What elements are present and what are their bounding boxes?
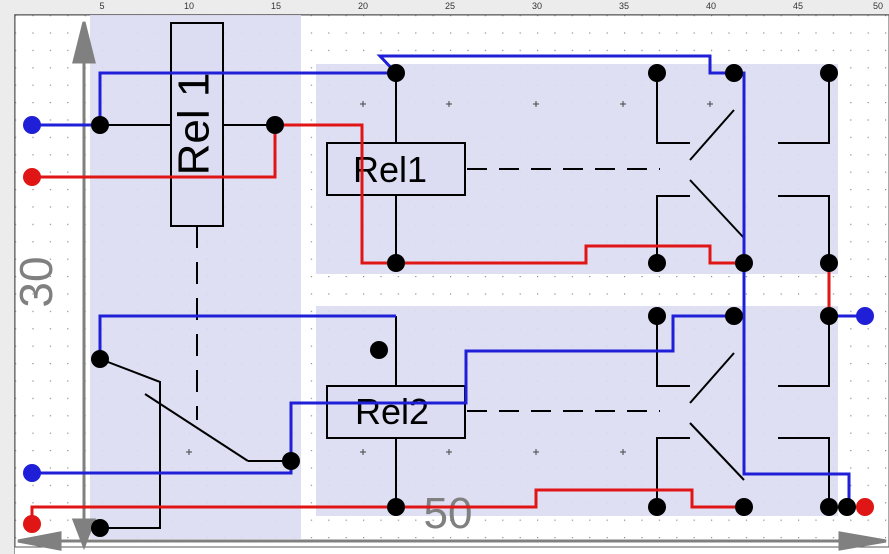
ruler-label-35: 35: [618, 1, 630, 11]
junction-dot: [725, 307, 743, 325]
junction-dot: [820, 64, 838, 82]
junction-dot: [838, 498, 856, 516]
junction-dot: [735, 254, 753, 272]
ruler-label-25: 25: [444, 1, 456, 11]
terminal-blue-right[interactable]: [856, 307, 874, 325]
junction-dot: [91, 350, 109, 368]
ruler-label-40: 40: [705, 1, 717, 11]
junction-dot: [820, 498, 838, 516]
ruler-label-30: 30: [531, 1, 543, 11]
ruler-label-20: 20: [357, 1, 369, 11]
terminal-blue-left-bottom[interactable]: [23, 464, 41, 482]
dimension-label-horizontal: 50: [424, 489, 473, 538]
ruler-label-5: 5: [99, 1, 105, 11]
board-frame: [14, 14, 889, 548]
junction-dot: [91, 519, 109, 537]
junction-dot: [387, 254, 405, 272]
relay-coil-rel1[interactable]: Rel 1: [170, 22, 224, 227]
junction-dots: [91, 64, 856, 537]
junction-dot: [387, 64, 405, 82]
junction-dot: [648, 498, 666, 516]
dimension-horizontal: [17, 531, 887, 551]
ruler-label-45: 45: [792, 1, 804, 11]
junction-dot: [820, 254, 838, 272]
junction-dot: [282, 452, 300, 470]
junction-dot: [725, 64, 743, 82]
junction-dot: [648, 64, 666, 82]
junction-dot: [735, 498, 753, 516]
relay-contact-rel1[interactable]: Rel1: [326, 142, 466, 196]
junction-dot: [370, 341, 388, 359]
terminal-red-left-top[interactable]: [23, 168, 41, 186]
junction-dot: [387, 498, 405, 516]
rel2-contact-label: Rel2: [355, 391, 429, 432]
ruler-label-50: 50: [872, 1, 884, 11]
ruler-label-10: 10: [183, 1, 195, 11]
terminal-blue-left-top[interactable]: [23, 116, 41, 134]
terminal-red-left-bottom[interactable]: [23, 515, 41, 533]
junction-dot: [648, 254, 666, 272]
rel1-coil-label: Rel 1: [170, 73, 219, 176]
relay-contact-rel2[interactable]: Rel2: [326, 385, 466, 439]
rel1-contact-label: Rel1: [353, 149, 427, 190]
terminal-red-right[interactable]: [856, 498, 874, 516]
junction-dot: [266, 116, 284, 134]
junction-dot: [820, 307, 838, 325]
junction-dot: [91, 116, 109, 134]
ruler-label-15: 15: [270, 1, 282, 11]
dimension-label-vertical: 30: [10, 256, 62, 307]
junction-dot: [648, 307, 666, 325]
black-wiring: [99, 73, 830, 529]
dimension-vertical: [71, 21, 97, 551]
